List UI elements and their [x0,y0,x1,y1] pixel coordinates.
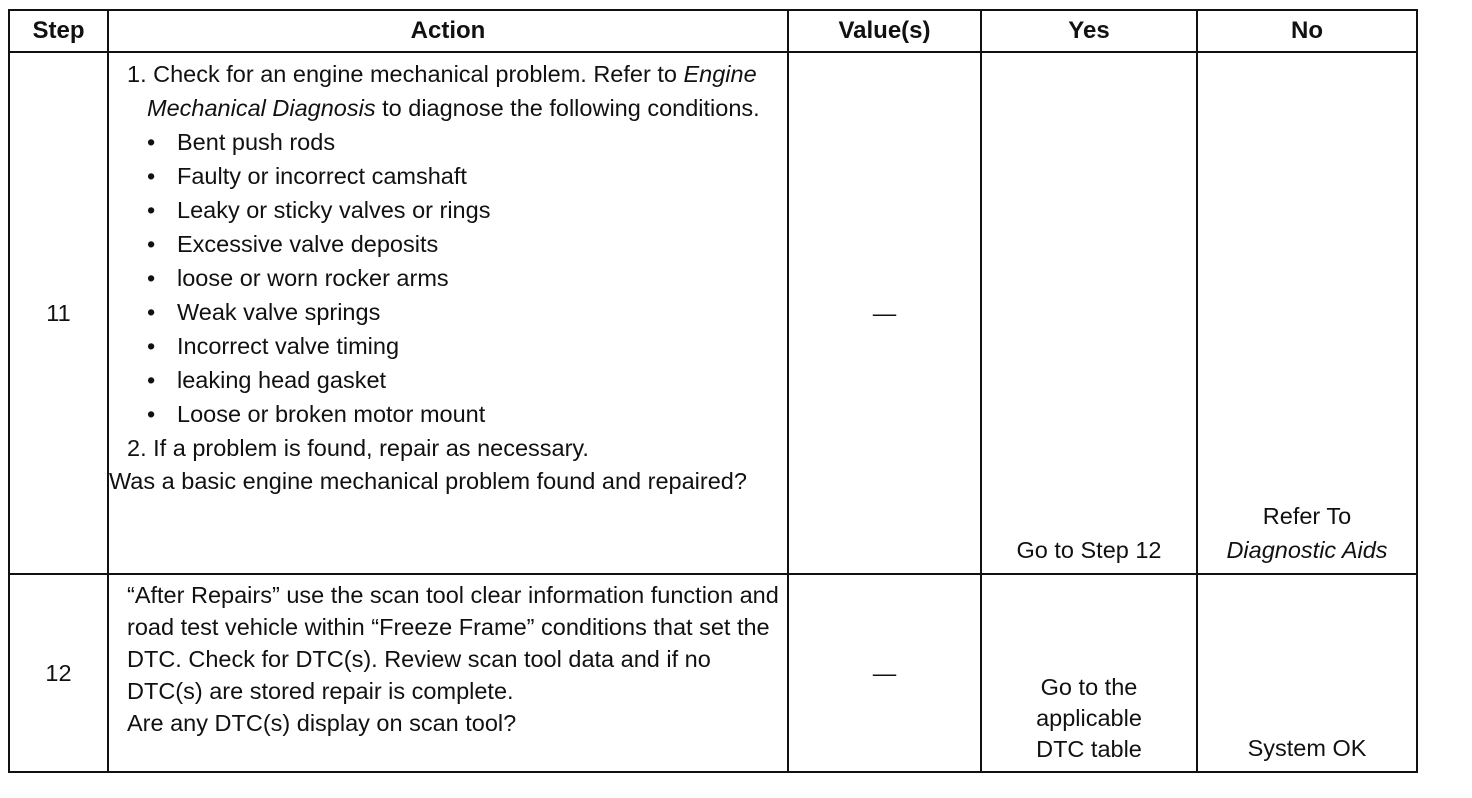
value-cell: — [787,573,982,773]
action-text: “After Repairs” use the scan tool clear … [127,582,779,704]
no-cell: System OK [1196,573,1418,773]
list-item: Bent push rods [127,125,779,159]
diagnostic-aids-ref: Diagnostic Aids [1226,537,1388,563]
header-row: Step Action Value(s) Yes No [8,9,1418,53]
header-no: No [1196,9,1418,53]
header-yes: Yes [980,9,1198,53]
yes-line: DTC table [1036,736,1142,762]
list-item: Loose or broken motor mount [127,397,779,431]
action-question: Was a basic engine mechanical problem fo… [109,468,747,494]
list-item: Incorrect valve timing [127,329,779,363]
list-item: Weak valve springs [127,295,779,329]
value-cell: — [787,51,982,575]
table-row: 11 1. Check for an engine mechanical pro… [8,51,1418,575]
list-item: Excessive valve deposits [127,227,779,261]
condition-list: Bent push rods Faulty or incorrect camsh… [127,125,779,431]
step-number: 12 [8,573,109,773]
diagnostic-table: Step Action Value(s) Yes No 11 1. Check … [8,9,1418,773]
yes-line: applicable [1036,705,1142,731]
list-item: loose or worn rocker arms [127,261,779,295]
action-item-1: 1. Check for an engine mechanical proble… [127,61,760,121]
step-number: 11 [8,51,109,575]
yes-line: Go to the [1040,674,1138,700]
action-cell: 1. Check for an engine mechanical proble… [107,51,789,575]
header-step: Step [8,9,109,53]
header-value: Value(s) [787,9,982,53]
list-item: Faulty or incorrect camshaft [127,159,779,193]
yes-cell: Go to the applicable DTC table [980,573,1198,773]
list-item: Leaky or sticky valves or rings [127,193,779,227]
table-row: 12 “After Repairs” use the scan tool cle… [8,573,1418,773]
list-item: leaking head gasket [127,363,779,397]
action-cell: “After Repairs” use the scan tool clear … [107,573,789,773]
engine-mechanical-diagnosis-ref: Engine Mechanical Diagnosis [147,61,757,121]
no-cell: Refer To Diagnostic Aids [1196,51,1418,575]
no-line: Refer To [1262,503,1352,529]
action-item-2: 2. If a problem is found, repair as nece… [127,435,589,461]
action-question: Are any DTC(s) display on scan tool? [127,710,517,736]
header-action: Action [107,9,789,53]
yes-cell: Go to Step 12 [980,51,1198,575]
